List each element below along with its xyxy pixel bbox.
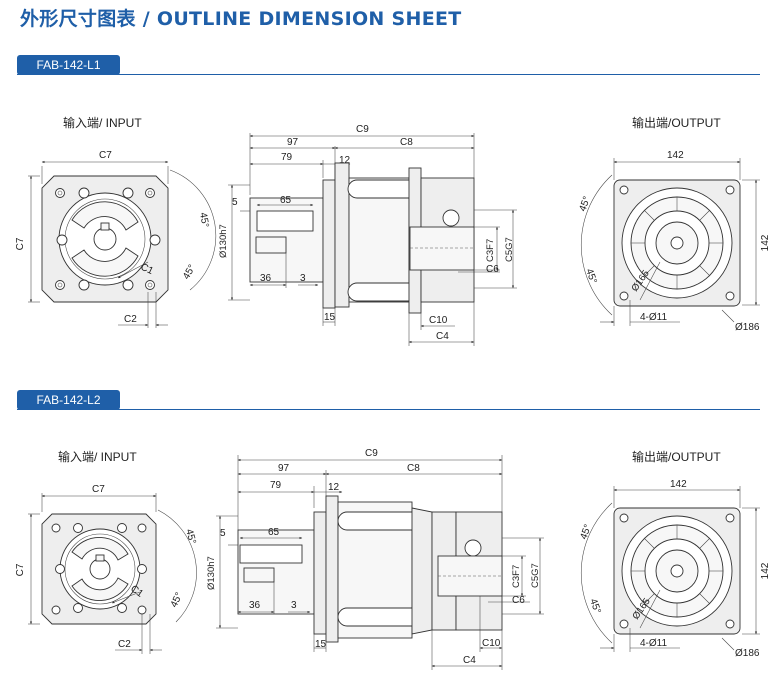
dim-4-d11: 4-Ø11 <box>640 638 667 649</box>
dim-d186: Ø186 <box>735 648 760 659</box>
dim-97: 97 <box>278 463 290 474</box>
dim-c7-left: C7 <box>15 563 26 576</box>
input-shaft-hole <box>93 227 117 251</box>
adapter-flange <box>313 511 327 635</box>
dim-79: 79 <box>270 480 282 491</box>
input-view: 输入端/ INPUT C7 C7 <box>15 115 217 328</box>
dim-c7-top: C7 <box>92 484 105 495</box>
input-bolts <box>51 523 147 615</box>
dim-c10: C10 <box>482 638 501 649</box>
dim-12: 12 <box>328 482 340 493</box>
dim-c5: C5G7 <box>530 563 541 588</box>
dim-c6: C6 <box>512 595 525 606</box>
input-shaft-hole <box>89 558 111 580</box>
dim-4-d11: 4-Ø11 <box>640 312 667 323</box>
dim-65: 65 <box>280 195 292 206</box>
dim-c5: C5G7 <box>504 237 515 262</box>
dim-3: 3 <box>300 273 306 284</box>
dim-c9: C9 <box>356 124 369 135</box>
dim-c4: C4 <box>436 331 449 342</box>
out-angle-bottom: 45° <box>583 267 599 285</box>
dim-c1: C1 <box>139 262 156 278</box>
section-divider-l2 <box>17 409 760 410</box>
dim-5: 5 <box>220 528 226 539</box>
page-title: 外形尺寸图表 / OUTLINE DIMENSION SHEET <box>20 8 462 30</box>
output-view: 输出端/OUTPUT 142 142 45° <box>577 115 771 333</box>
output-view: 输出端/OUTPUT 142 142 45° <box>578 449 771 659</box>
input-bolts <box>55 187 161 291</box>
dim-c8: C8 <box>407 463 420 474</box>
dim-142-top: 142 <box>667 150 684 161</box>
input-label: 输入端/ INPUT <box>63 115 142 130</box>
dim-c6: C6 <box>486 264 499 275</box>
dim-5: 5 <box>232 197 238 208</box>
dim-36: 36 <box>260 273 272 284</box>
dim-c3: C3F7 <box>485 239 496 262</box>
dim-15: 15 <box>315 639 327 650</box>
output-shaft-center <box>670 564 684 578</box>
output-shaft-center <box>670 236 684 250</box>
dim-65: 65 <box>268 527 280 538</box>
dim-c2: C2 <box>118 639 131 650</box>
side-view: C9 97 C8 79 12 <box>218 124 517 346</box>
input-label: 输入端/ INPUT <box>58 449 137 464</box>
dim-36: 36 <box>249 600 261 611</box>
output-ribs <box>631 525 723 617</box>
output-label: 输出端/OUTPUT <box>632 449 721 464</box>
dim-c8: C8 <box>400 137 413 148</box>
output-ribs <box>631 197 723 289</box>
dim-142-right: 142 <box>760 234 771 251</box>
dim-angle-bottom: 45° <box>169 591 185 609</box>
dim-d130: Ø130h7 <box>218 224 229 258</box>
dim-142-right: 142 <box>760 562 771 579</box>
section-l2: 输入端/ INPUT C7 C7 45° <box>15 448 771 670</box>
section-divider-l1 <box>17 74 760 75</box>
dim-142-top: 142 <box>670 479 687 490</box>
output-shaft <box>409 226 475 271</box>
gearbox-body <box>348 177 410 303</box>
dim-79: 79 <box>281 152 293 163</box>
dim-c7-top: C7 <box>99 150 112 161</box>
output-label: 输出端/OUTPUT <box>632 115 721 130</box>
dim-c9: C9 <box>365 448 378 459</box>
dim-c3: C3F7 <box>511 565 522 588</box>
dim-3: 3 <box>291 600 297 611</box>
dim-97: 97 <box>287 137 299 148</box>
dim-angle-top: 45° <box>183 528 198 545</box>
dim-c2: C2 <box>124 314 137 325</box>
dim-angle-top: 45° <box>197 212 210 229</box>
side-view: C9 97 C8 79 12 <box>206 448 544 670</box>
dim-angle-bottom: 45° <box>181 263 198 282</box>
dim-15: 15 <box>324 312 336 323</box>
dim-d186: Ø186 <box>735 322 760 333</box>
dim-c10: C10 <box>429 315 448 326</box>
dim-d130: Ø130h7 <box>206 556 217 590</box>
dim-c7-left: C7 <box>15 237 26 250</box>
out-angle-top: 45° <box>577 195 593 213</box>
adapter-flange <box>322 179 336 309</box>
section-l1: 输入端/ INPUT C7 C7 <box>15 115 771 346</box>
out-angle-top: 45° <box>578 523 594 541</box>
model-badge-l2: FAB-142-L2 <box>17 390 120 410</box>
dim-c4: C4 <box>463 655 476 666</box>
out-angle-bottom: 45° <box>587 597 603 615</box>
model-badge-l1: FAB-142-L1 <box>17 55 120 75</box>
dim-12: 12 <box>339 155 351 166</box>
input-view: 输入端/ INPUT C7 C7 45° <box>15 449 198 654</box>
